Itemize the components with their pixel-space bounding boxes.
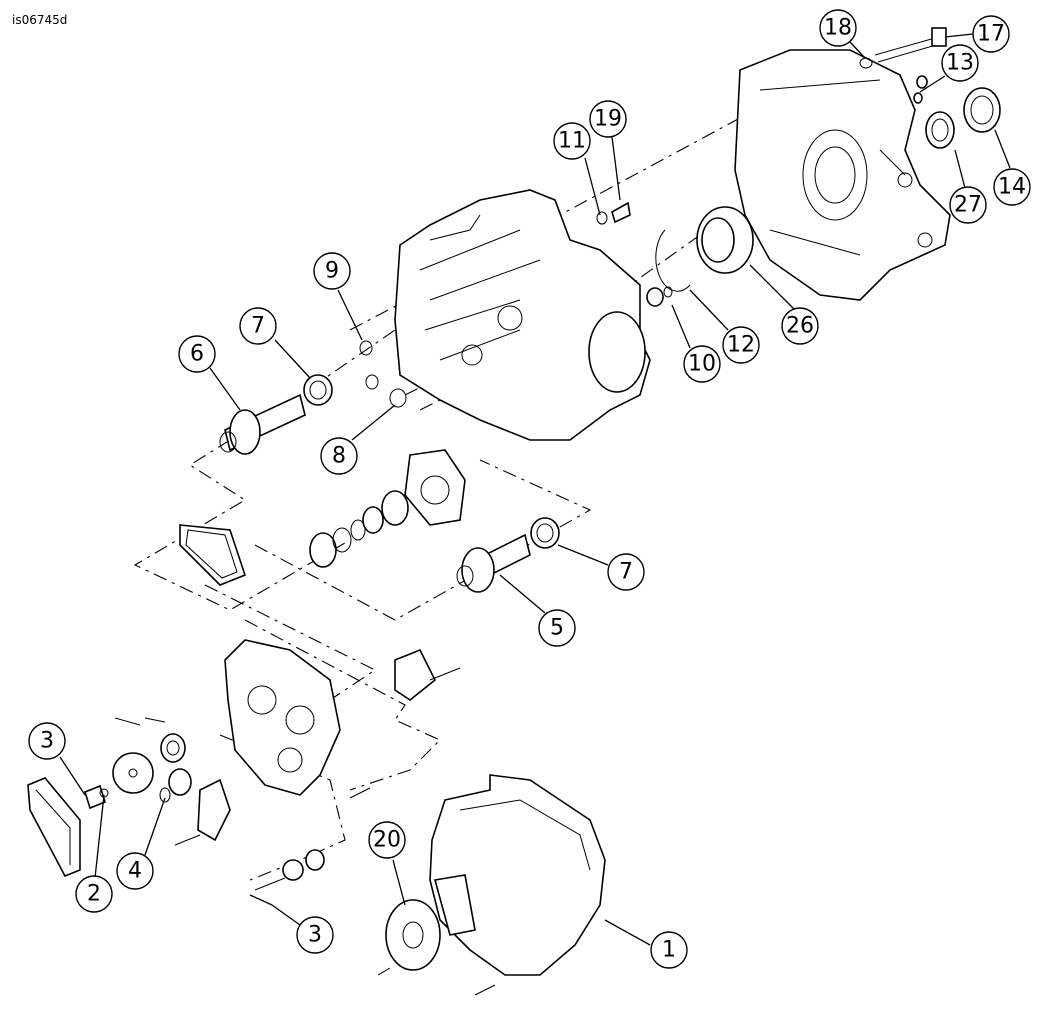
- callout-label: 20: [373, 828, 401, 853]
- sprockets-and-tensioners: [84, 648, 461, 891]
- callout-label: 11: [558, 129, 586, 154]
- callout-label: 1: [662, 938, 676, 963]
- callout-label: 10: [688, 352, 716, 377]
- small-parts: [303, 27, 1001, 568]
- callout: 19: [589, 100, 627, 138]
- callout-label: 3: [40, 729, 54, 754]
- callout-label: 9: [325, 259, 339, 284]
- callout-label: 26: [786, 314, 814, 339]
- callout: 20: [368, 821, 406, 859]
- cam-chains: [27, 524, 246, 878]
- callout: 2: [75, 875, 113, 913]
- callout: 7: [239, 307, 277, 345]
- callout-label: 6: [190, 342, 204, 367]
- camshafts: [219, 393, 531, 593]
- callout: 4: [116, 852, 154, 890]
- rear-crankcase-cover: [734, 49, 951, 301]
- oil-pump-housing: [224, 639, 341, 796]
- callout-label: 19: [594, 107, 622, 132]
- callout: 12: [722, 326, 760, 364]
- callout-label: 4: [128, 859, 142, 884]
- callout: 6: [178, 335, 216, 373]
- callout-label: 17: [977, 22, 1005, 47]
- callout: 8: [320, 437, 358, 475]
- outer-cover: [429, 774, 606, 976]
- callout: 18: [819, 9, 857, 47]
- callout-label: 8: [332, 444, 346, 469]
- leader-lines: [59, 33, 1011, 946]
- cam-support-plate: [404, 449, 466, 526]
- callout: 3: [296, 916, 334, 954]
- callout: 13: [941, 44, 979, 82]
- hub: [377, 899, 496, 996]
- callout-label: 12: [727, 333, 755, 358]
- callout: 1: [650, 931, 688, 969]
- callout: 26: [781, 307, 819, 345]
- callout-label: 18: [824, 16, 852, 41]
- callout: 17: [972, 15, 1010, 53]
- callout: 9: [313, 252, 351, 290]
- callout-label: 13: [946, 51, 974, 76]
- callout-label: 3: [308, 923, 322, 948]
- main-crankcase: [394, 189, 651, 441]
- callout: 27: [949, 186, 987, 224]
- callout-label: 7: [251, 314, 265, 339]
- callout: 11: [553, 122, 591, 160]
- callout-label: 5: [550, 616, 564, 641]
- callout-label: 27: [954, 193, 982, 218]
- callout-label: 14: [998, 175, 1026, 200]
- callout: 3: [28, 722, 66, 760]
- callout: 7: [607, 553, 645, 591]
- figure-id: is06745d: [12, 13, 68, 27]
- callout: 5: [538, 609, 576, 647]
- callout: 14: [993, 168, 1031, 206]
- callout-label: 2: [87, 882, 101, 907]
- callout: 10: [683, 345, 721, 383]
- callouts: 18 17 13 14 27 11 19 26 12 10 9 7 6 8 7 …: [28, 9, 1031, 969]
- callout-label: 7: [619, 560, 633, 585]
